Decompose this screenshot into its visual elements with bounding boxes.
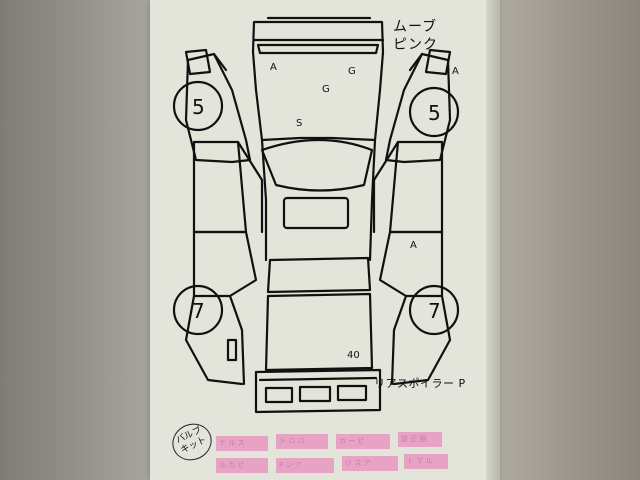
wheel-front-right bbox=[408, 86, 460, 138]
rear-spoiler-note: リアスポイラー P bbox=[374, 377, 466, 390]
wheel-depth-front-left: 5 bbox=[192, 95, 205, 119]
stamp-2: ト ロ ロ bbox=[276, 434, 328, 449]
windshield-outline bbox=[260, 138, 374, 192]
background-left bbox=[0, 0, 150, 480]
mark-windshield-right: G bbox=[348, 66, 356, 77]
wheel-front-left bbox=[172, 80, 224, 132]
model-name: ムーブ ピンク bbox=[393, 19, 438, 53]
right-front-door bbox=[388, 140, 444, 234]
mark-back-door: 40 bbox=[347, 350, 360, 361]
stamp-4: 前 正 照 bbox=[398, 432, 442, 447]
wheel-depth-front-right: 5 bbox=[428, 101, 441, 125]
windshield-strip bbox=[256, 43, 380, 55]
left-mirror bbox=[184, 48, 212, 76]
wheel-rear-left bbox=[172, 284, 224, 336]
right-rear-door bbox=[378, 230, 444, 298]
wheel-depth-rear-left: 7 bbox=[192, 299, 205, 323]
mark-right-mirror: A bbox=[452, 66, 459, 77]
back-door-outline bbox=[264, 292, 374, 372]
stamp-1: ナ ル ス bbox=[216, 436, 268, 451]
mark-right-rear-door: A bbox=[410, 240, 417, 251]
stamp-7: リ ス ア bbox=[342, 456, 398, 471]
rear-window-outline bbox=[266, 256, 372, 294]
wheel-rear-right bbox=[408, 284, 460, 336]
stamp-5: ル カ ビ bbox=[216, 458, 268, 473]
right-mirror bbox=[424, 48, 452, 76]
wheel-depth-rear-right: 7 bbox=[428, 299, 441, 323]
mark-hood-center: G bbox=[322, 84, 330, 95]
mark-roof: S bbox=[296, 118, 302, 129]
left-rear-lamp bbox=[226, 338, 238, 362]
stamp-6: P ン ア bbox=[276, 458, 334, 473]
mark-windshield-left: A bbox=[270, 62, 277, 73]
roof-panel bbox=[282, 196, 350, 230]
stamp-8: ト マ ル bbox=[404, 454, 448, 469]
color-name: ピンク bbox=[393, 37, 438, 53]
hood-outline bbox=[251, 20, 385, 142]
sheet-edge bbox=[486, 0, 500, 480]
background-right bbox=[498, 0, 640, 480]
rear-bumper bbox=[254, 368, 382, 414]
left-front-door bbox=[192, 140, 248, 234]
stamp-3: カ ー ビ bbox=[336, 434, 390, 449]
